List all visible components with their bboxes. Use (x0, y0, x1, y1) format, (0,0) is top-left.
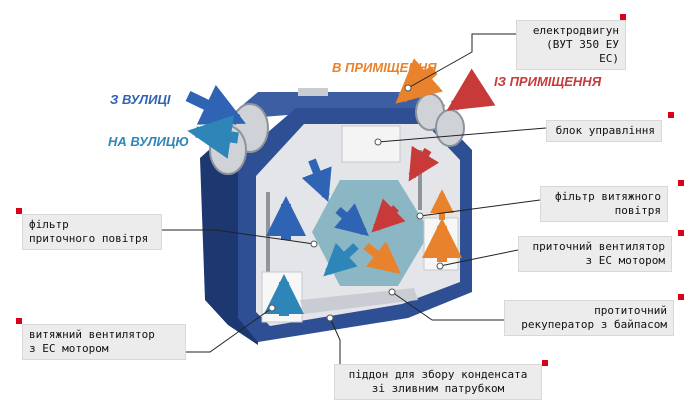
marker-condensate-tray (542, 360, 548, 366)
callout-supply-fan-line2: з ЕС мотором (585, 254, 665, 267)
callout-control-unit: блок управління (546, 120, 662, 142)
marker-recuperator (678, 294, 684, 300)
callout-supply-filter: фільтр приточного повітря (22, 214, 162, 250)
condensate-tray (300, 288, 418, 314)
marker-extract-filter (678, 180, 684, 186)
arrow-core-diagonal-blue (334, 203, 369, 237)
leader-motor (407, 33, 516, 89)
label-from-room: ІЗ ПРИМІЩЕННЯ (494, 74, 602, 89)
leader-extract-filter (419, 199, 541, 217)
leader-recuperator-2 (391, 291, 433, 321)
callout-recuperator-line2: рекуператор з байпасом (521, 318, 667, 331)
room-duct-lower (435, 109, 465, 147)
anchor-supply-fan (436, 262, 444, 270)
callout-supply-fan-line1: приточний вентилятор (532, 240, 665, 253)
leader-lines (160, 33, 547, 378)
leader-control-unit (377, 127, 547, 143)
leader-supply-filter (160, 229, 315, 245)
callout-supply-filter-line2: приточного повітря (29, 232, 149, 245)
marker-exhaust-fan (16, 318, 22, 324)
arrow-core-supply-out (363, 241, 401, 274)
callout-condensate-tray-line1: піддон для збору конденсата (348, 368, 528, 381)
arrow-inside-extract-down (408, 145, 440, 182)
label-to-street: НА ВУЛИЦЮ (108, 134, 189, 149)
anchor-exhaust-fan (268, 304, 276, 312)
callout-control-unit-line1: блок управління (555, 124, 655, 137)
callout-supply-filter-line1: фільтр (29, 218, 69, 231)
marker-supply-fan (678, 230, 684, 236)
callout-motor-line2: (ВУТ 350 ЕУ ЕС) (546, 38, 619, 65)
anchor-control-unit (374, 138, 382, 146)
callout-recuperator: протиточний рекуператор з байпасом (504, 300, 674, 336)
anchor-recuperator (388, 288, 396, 296)
motor-terminals (298, 88, 328, 96)
arrow-core-diagonal-red (371, 198, 406, 233)
callout-condensate-tray-line2: зі зливним патрубком (371, 382, 505, 395)
control-unit-box (341, 125, 401, 163)
callout-exhaust-fan-line1: витяжний вентилятор (29, 328, 155, 341)
callout-extract-filter-line1: фільтр витяжного (555, 190, 661, 203)
arrow-from-room (446, 68, 496, 111)
anchor-condensate (326, 314, 334, 322)
callout-exhaust-fan: витяжний вентилятор з ЕС мотором (22, 324, 186, 360)
anchor-supply-filter (310, 240, 318, 248)
label-to-room: В ПРИМІЩЕННЯ (332, 60, 437, 75)
marker-control-unit (668, 112, 674, 118)
callout-condensate-tray: піддон для збору конденсата зі зливним п… (334, 364, 542, 400)
leader-supply-fan (439, 249, 519, 267)
callout-exhaust-fan-line2: з ЕС мотором (29, 342, 109, 355)
leader-exhaust-fan (186, 307, 273, 353)
callout-supply-fan: приточний вентилятор з ЕС мотором (518, 236, 672, 272)
callout-extract-filter-line2: повітря (614, 204, 661, 217)
arrow-to-room (395, 58, 443, 104)
marker-motor (620, 14, 626, 20)
arrow-from-street (185, 84, 246, 125)
callout-recuperator-line1: протиточний (594, 304, 667, 317)
label-from-street: З ВУЛИЦІ (110, 92, 171, 107)
callout-motor-line1: електродвигун (532, 24, 619, 37)
arrow-inside-supply-down (301, 158, 332, 202)
marker-supply-filter (16, 208, 22, 214)
anchor-motor (404, 84, 412, 92)
anchor-extract-filter (416, 212, 424, 220)
arrow-to-street (187, 115, 239, 159)
callout-extract-filter: фільтр витяжного повітря (540, 186, 668, 222)
arrow-core-exhaust-out (323, 242, 359, 277)
callout-motor: електродвигун (ВУТ 350 ЕУ ЕС) (516, 20, 626, 70)
